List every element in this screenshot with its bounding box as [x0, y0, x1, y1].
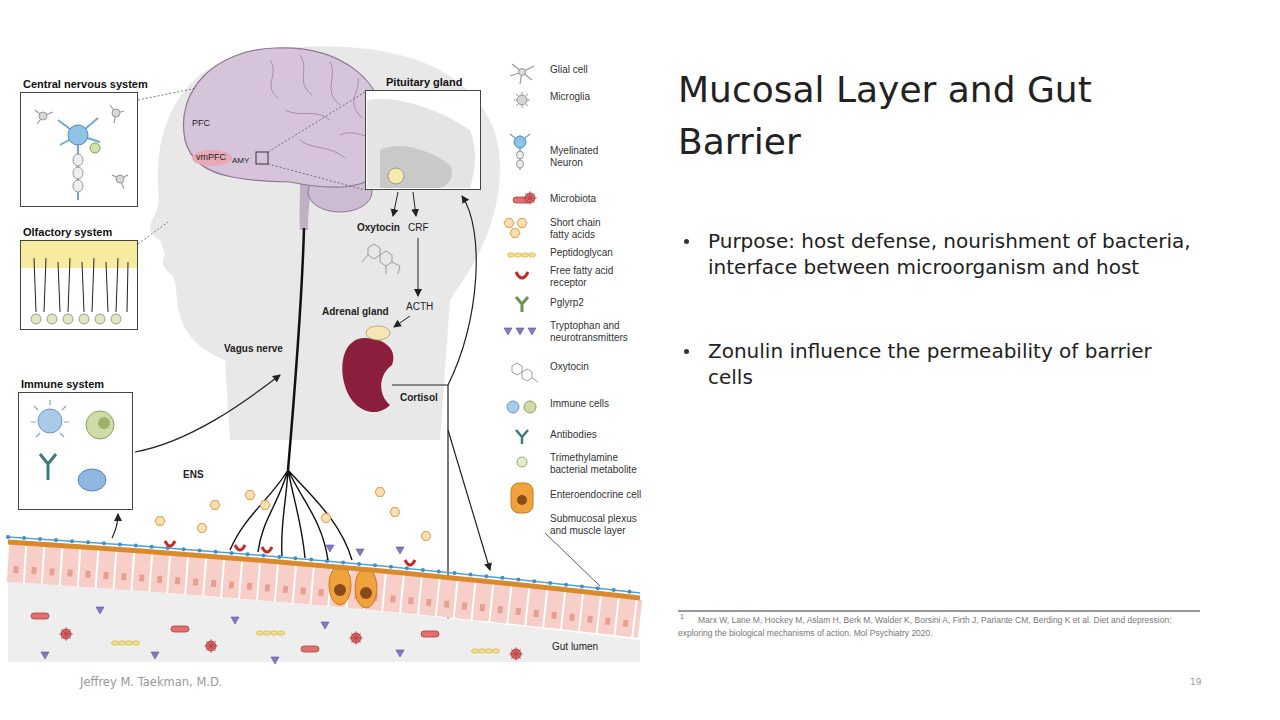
system-box: Central nervous system — [20, 92, 138, 207]
region-label: AMY — [232, 156, 249, 165]
author-footer: Jeffrey M. Taekman, M.D. — [80, 675, 222, 689]
legend-text: Myelinated Neuron — [550, 145, 610, 169]
lumen-label: Gut lumen — [552, 641, 598, 652]
hormone-label: CRF — [408, 222, 429, 233]
bullet-text: Zonulin influence the permeability of ba… — [708, 338, 1198, 390]
system-box: Pituitary gland — [365, 90, 481, 190]
box-heading: Olfactory system — [23, 226, 112, 238]
region-label: PFC — [192, 118, 210, 128]
legend-text: Immune cells — [550, 398, 642, 410]
legend-text: Microglia — [550, 91, 642, 103]
system-box: Immune system — [18, 392, 133, 510]
legend-text: Antibodies — [550, 429, 642, 441]
legend-text: Microbiota — [550, 193, 642, 205]
footnote-number: 1 — [680, 613, 684, 620]
box-heading: Pituitary gland — [386, 76, 462, 88]
legend-text: Free fatty acid receptor — [550, 265, 630, 289]
legend-text: Peptidoglycan — [550, 247, 642, 259]
hormone-label: ACTH — [406, 301, 433, 312]
legend-text: Tryptophan and neurotransmitters — [550, 320, 642, 344]
legend-text: Pglyrp2 — [550, 297, 642, 309]
box-heading: Immune system — [21, 378, 104, 390]
legend-text: Short chain fatty acids — [550, 217, 612, 241]
hormone-label: Cortisol — [400, 392, 438, 403]
slide-title: Mucosal Layer and Gut Barrier — [678, 64, 1158, 168]
box-heading: Central nervous system — [23, 78, 148, 90]
organ-label: Adrenal gland — [322, 306, 389, 317]
legend-text: Glial cell — [550, 64, 642, 76]
legend-text: Enteroendocrine cell — [550, 489, 642, 501]
citation-text: Marx W, Lane M, Hockey M, Aslam H, Berk … — [678, 614, 1198, 640]
legend-text: Oxytocin — [550, 361, 642, 373]
ens-label: ENS — [183, 469, 204, 480]
region-label: vmPFC — [196, 152, 226, 162]
page-number: 19 — [1190, 677, 1201, 687]
legend-text: Trimethylamine bacterial metabolite — [550, 452, 642, 476]
bullet-dot — [684, 349, 689, 354]
hormone-label: Oxytocin — [357, 222, 400, 233]
system-box: Olfactory system — [20, 240, 138, 330]
bullet-dot — [684, 239, 689, 244]
legend-text: Submucosal plexus and muscle layer — [550, 513, 642, 537]
nerve-label: Vagus nerve — [224, 343, 283, 354]
bullet-text: Purpose: host defense, nourishment of ba… — [708, 228, 1198, 280]
